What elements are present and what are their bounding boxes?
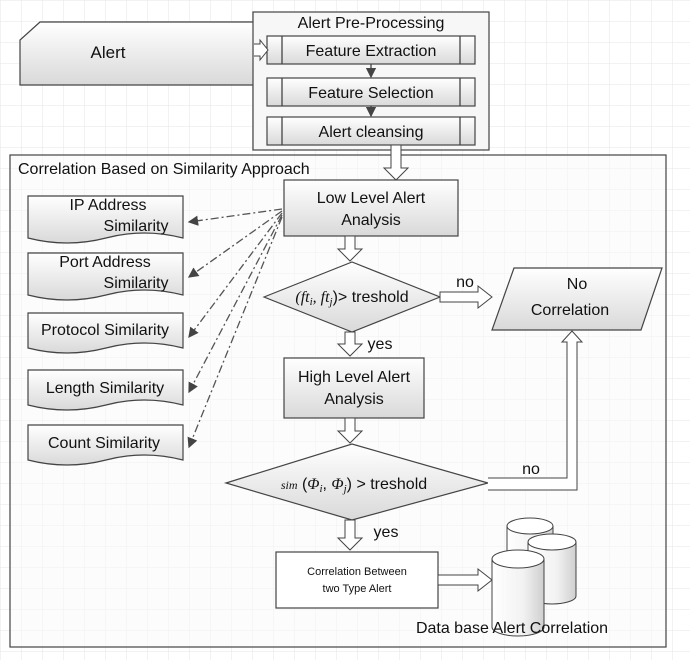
low-level-line1: Low Level Alert	[317, 190, 426, 207]
sim-label-1: Length Similarity	[46, 380, 164, 397]
d2-sep: ,	[323, 476, 332, 493]
no-label-2: no	[522, 461, 540, 478]
correlation-title: Correlation Based on Similarity Approach	[18, 161, 310, 178]
high-level-analysis-box	[283, 357, 425, 419]
d1-open: (ft	[295, 289, 310, 306]
alert-label: Alert	[91, 43, 126, 62]
preprocessing-title: Alert Pre-Processing	[298, 15, 445, 32]
similarity-port-address: Port Address Similarity	[27, 252, 184, 301]
no-correlation-box	[491, 267, 663, 331]
correlation-between-box	[275, 551, 439, 609]
d1-sep: , ft	[313, 289, 330, 306]
no-branch-2-arrow	[488, 330, 584, 491]
database-label: Data base Alert Correlation	[416, 620, 608, 637]
low-level-analysis-box	[283, 179, 459, 237]
step-label: Feature Extraction	[306, 43, 437, 60]
high-level-line1: High Level Alert	[298, 369, 411, 386]
alert-to-extraction-arrow	[254, 38, 269, 62]
d2-phi-j: Φ	[331, 476, 343, 493]
no-corr-line2: Correlation	[531, 302, 609, 319]
similarity-length: Length Similarity	[27, 369, 184, 411]
d2-open: (	[298, 476, 308, 493]
no-label-1: no	[456, 274, 474, 291]
d1-i: i	[310, 296, 313, 308]
low-level-line2: Analysis	[341, 212, 401, 229]
preprocessing-step-feature-extraction: Feature Extraction	[266, 35, 476, 65]
preprocessing-step-feature-selection: Feature Selection	[266, 77, 476, 107]
corr-between-line2: two Type Alert	[323, 583, 392, 595]
sim-label-2: Similarity	[104, 275, 169, 292]
highlevel-to-decision2-arrow	[336, 417, 364, 444]
similarity-connectors	[187, 208, 283, 449]
preprocessing-step-alert-cleansing: Alert cleansing	[266, 116, 476, 146]
similarity-count: Count Similarity	[27, 424, 184, 466]
yes-label-1: yes	[368, 336, 393, 353]
similarity-protocol: Protocol Similarity	[27, 312, 184, 354]
high-level-line2: Analysis	[324, 391, 384, 408]
step-label: Alert cleansing	[319, 124, 424, 141]
step-label: Feature Selection	[308, 85, 433, 102]
d2-j: j	[342, 483, 347, 495]
database-icon	[491, 517, 577, 637]
d2-sim: sim	[281, 478, 298, 492]
d2-i: i	[319, 483, 322, 495]
sim-label-2: Similarity	[104, 218, 169, 235]
similarity-ip-address: IP Address Similarity	[27, 195, 184, 244]
d2-end: ) > treshold	[347, 476, 427, 493]
lowlevel-to-decision1-arrow	[336, 235, 364, 262]
alert-input-shape	[19, 21, 255, 86]
decision1-to-highlevel-arrow	[336, 331, 364, 357]
sim-label-1: Port Address	[59, 254, 151, 271]
sim-label-1: IP Address	[69, 197, 146, 214]
decision1-text: (fti, ftj)> treshold	[295, 289, 408, 308]
no-branch-1-arrow	[439, 284, 493, 310]
yes-label-2: yes	[374, 524, 399, 541]
preprocessing-to-lowlevel-arrow	[382, 144, 410, 181]
decision2-text: sim (Φi, Φj) > treshold	[281, 476, 427, 495]
d1-end: )> treshold	[333, 289, 409, 306]
no-corr-line1: No	[567, 276, 588, 293]
sim-label-1: Protocol Similarity	[41, 322, 169, 339]
corr-between-line1: Correlation Between	[307, 566, 407, 578]
decision2-to-correlation-arrow	[336, 519, 364, 551]
correlation-to-database-arrow	[437, 567, 493, 593]
d2-phi-i: Φ	[307, 476, 319, 493]
d1-j: j	[328, 296, 333, 308]
sim-label-1: Count Similarity	[48, 435, 160, 452]
